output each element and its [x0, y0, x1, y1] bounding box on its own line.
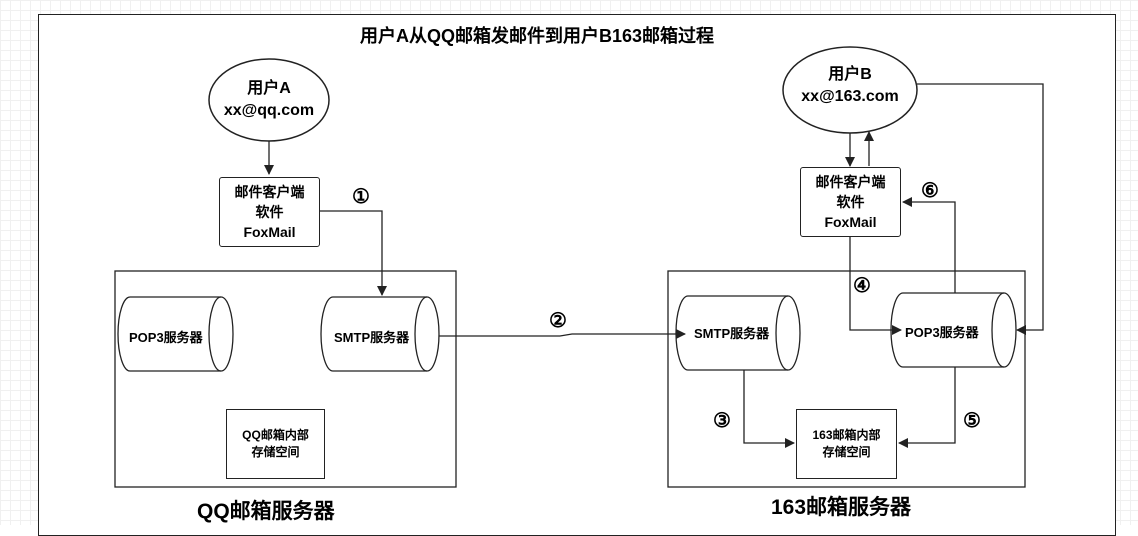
client-a-box: 邮件客户端 软件 FoxMail	[219, 177, 320, 247]
arrow-step4	[849, 237, 902, 335]
step-3-label: ③	[713, 410, 731, 432]
step-5-label: ⑤	[963, 410, 981, 432]
qq-storage-line2: 存储空间	[251, 445, 300, 459]
163-pop3-label: POP3服务器	[905, 325, 979, 340]
arrow-userb-to-pop3	[917, 83, 1044, 335]
client-a-line3: FoxMail	[243, 224, 296, 240]
qq-storage-line1: QQ邮箱内部	[242, 428, 309, 442]
qq-pop3-label: POP3服务器	[129, 330, 203, 345]
qq-pop3-cylinder	[117, 296, 234, 372]
diagram-title: 用户A从QQ邮箱发邮件到用户B163邮箱过程	[360, 26, 715, 46]
client-a-line1: 邮件客户端	[234, 184, 305, 200]
163-pop3-cylinder	[890, 292, 1017, 368]
diagram-connectors	[114, 46, 1044, 488]
163-storage-box: 163邮箱内部 存储空间	[796, 409, 897, 479]
arrow-step2	[439, 329, 686, 339]
163-smtp-label: SMTP服务器	[694, 326, 770, 341]
qq-smtp-label: SMTP服务器	[334, 330, 410, 345]
client-b-line1: 邮件客户端	[815, 174, 886, 190]
user-b-email: xx@163.com	[801, 88, 899, 105]
163-server-label: 163邮箱服务器	[771, 496, 912, 519]
user-b-node: 用户B xx@163.com	[783, 64, 917, 108]
step-1-label: ①	[352, 186, 370, 208]
user-a-email: xx@qq.com	[223, 102, 315, 119]
arrow-step3	[743, 370, 795, 448]
qq-smtp-cylinder	[320, 296, 440, 372]
step-6-label: ⑥	[921, 180, 939, 202]
arrow-step1	[320, 210, 387, 296]
client-b-line2: 软件	[836, 194, 865, 210]
step-4-label: ④	[853, 275, 871, 297]
user-b-name: 用户B	[828, 66, 872, 83]
163-smtp-cylinder	[675, 295, 801, 371]
arrow-step6	[902, 197, 956, 293]
163-storage-line2: 存储空间	[822, 445, 871, 459]
client-a-line2: 软件	[255, 204, 284, 220]
user-a-node: 用户A xx@qq.com	[209, 78, 329, 122]
step-2-label: ②	[549, 310, 567, 332]
arrow-step5	[898, 367, 956, 448]
client-b-box: 邮件客户端 软件 FoxMail	[800, 167, 901, 237]
163-storage-line1: 163邮箱内部	[812, 428, 881, 442]
qq-storage-box: QQ邮箱内部 存储空间	[226, 409, 325, 479]
user-a-name: 用户A	[247, 80, 291, 97]
client-b-line3: FoxMail	[824, 214, 877, 230]
qq-server-label: QQ邮箱服务器	[197, 500, 335, 523]
